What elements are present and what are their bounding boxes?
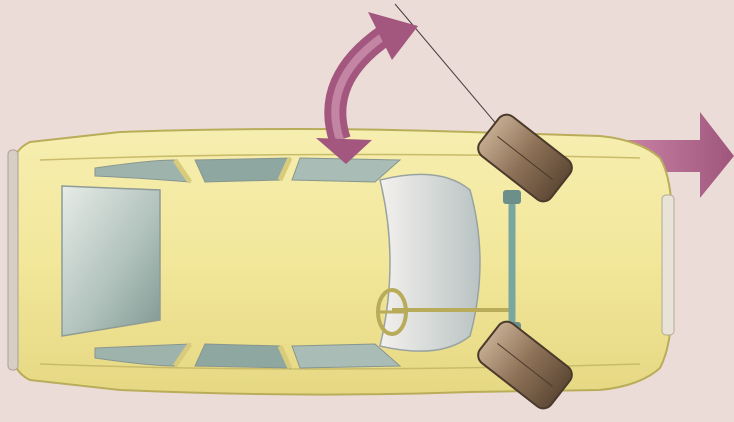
windshield	[380, 174, 480, 351]
rear-window	[62, 186, 160, 336]
